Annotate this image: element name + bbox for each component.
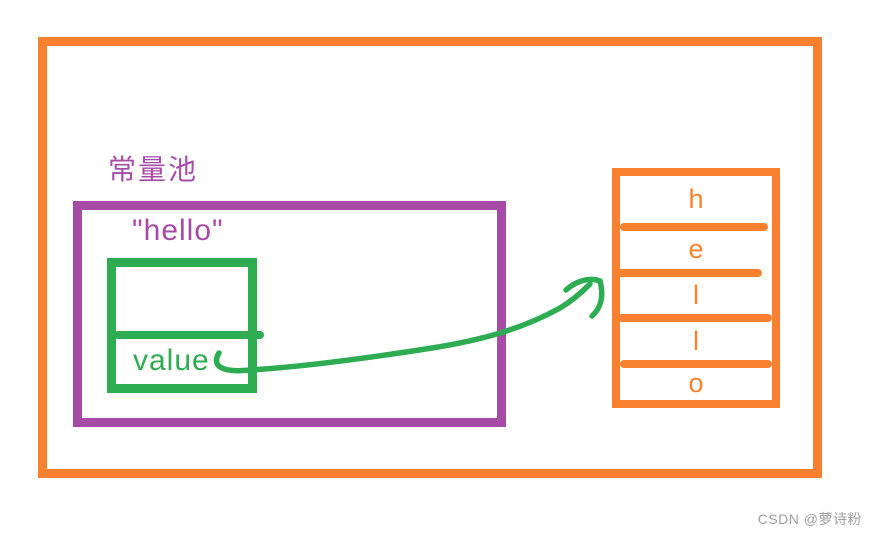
string-object-divider [114,331,264,339]
heap-outer-box [38,37,822,478]
char-row-divider [620,359,772,368]
char-row-divider [618,314,772,323]
char-row-divider [620,223,768,232]
char-cell: l [693,325,699,356]
char-cell: o [688,368,704,399]
char-array-table: h e l l o [612,168,780,408]
watermark: CSDN @萝诗粉 [757,511,862,527]
char-cell: l [693,280,699,311]
constant-pool-label: 常量池 [108,154,199,185]
value-field-label: value [133,344,210,377]
string-literal-label: "hello" [132,214,224,247]
char-row-divider [616,268,762,277]
char-cell: e [688,234,704,265]
char-cell: h [688,184,704,215]
